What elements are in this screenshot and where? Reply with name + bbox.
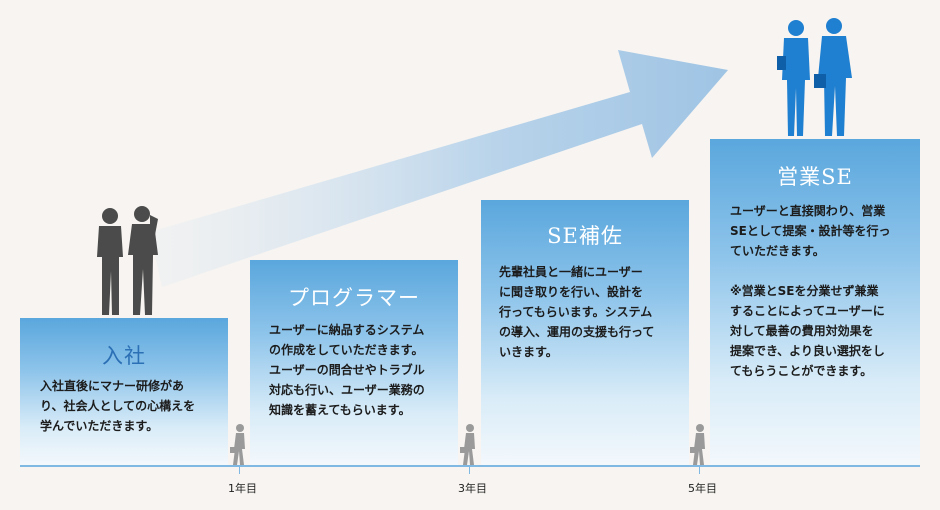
step-se-assistant: SE補佐 先輩社員と一緒にユーザー に聞き取りを行い、設計を 行ってもらいます。…: [481, 200, 689, 465]
step-programmer-title: プログラマー: [250, 282, 458, 312]
timeline-tick: [699, 467, 700, 474]
walking-person-icon: [689, 423, 711, 467]
year-label-3: 3年目: [458, 480, 487, 496]
step-programmer: プログラマー ユーザーに納品するシステム の作成をしていただきます。 ユーザーの…: [250, 260, 458, 465]
year-label-1: 1年目: [228, 480, 257, 496]
step-se-assistant-title: SE補佐: [481, 220, 689, 250]
businesspeople-gray-icon: [92, 205, 172, 320]
walking-person-icon: [459, 423, 481, 467]
step-entry-text: 入社直後にマナー研修があ り、社会人としての心構えを 学んでいただきます。: [40, 376, 195, 436]
step-entry-title: 入社: [20, 340, 228, 370]
timeline-tick: [469, 467, 470, 474]
year-label-5: 5年目: [688, 480, 717, 496]
step-sales-se: 営業SE ユーザーと直接関わり、営業 SEとして提案・設計等を行っ ていただきま…: [710, 139, 920, 465]
step-sales-se-title: 営業SE: [710, 161, 920, 191]
businesspeople-blue-icon: [772, 16, 862, 141]
step-se-assistant-text: 先輩社員と一緒にユーザー に聞き取りを行い、設計を 行ってもらいます。システム …: [499, 262, 654, 362]
timeline-tick: [239, 467, 240, 474]
walking-person-icon: [229, 423, 251, 467]
step-programmer-text: ユーザーに納品するシステム の作成をしていただきます。 ユーザーの問合せやトラブ…: [269, 320, 425, 420]
step-sales-se-text: ユーザーと直接関わり、営業 SEとして提案・設計等を行っ ていただきます。 ※営…: [730, 201, 890, 381]
step-entry: 入社 入社直後にマナー研修があ り、社会人としての心構えを 学んでいただきます。: [20, 318, 228, 465]
